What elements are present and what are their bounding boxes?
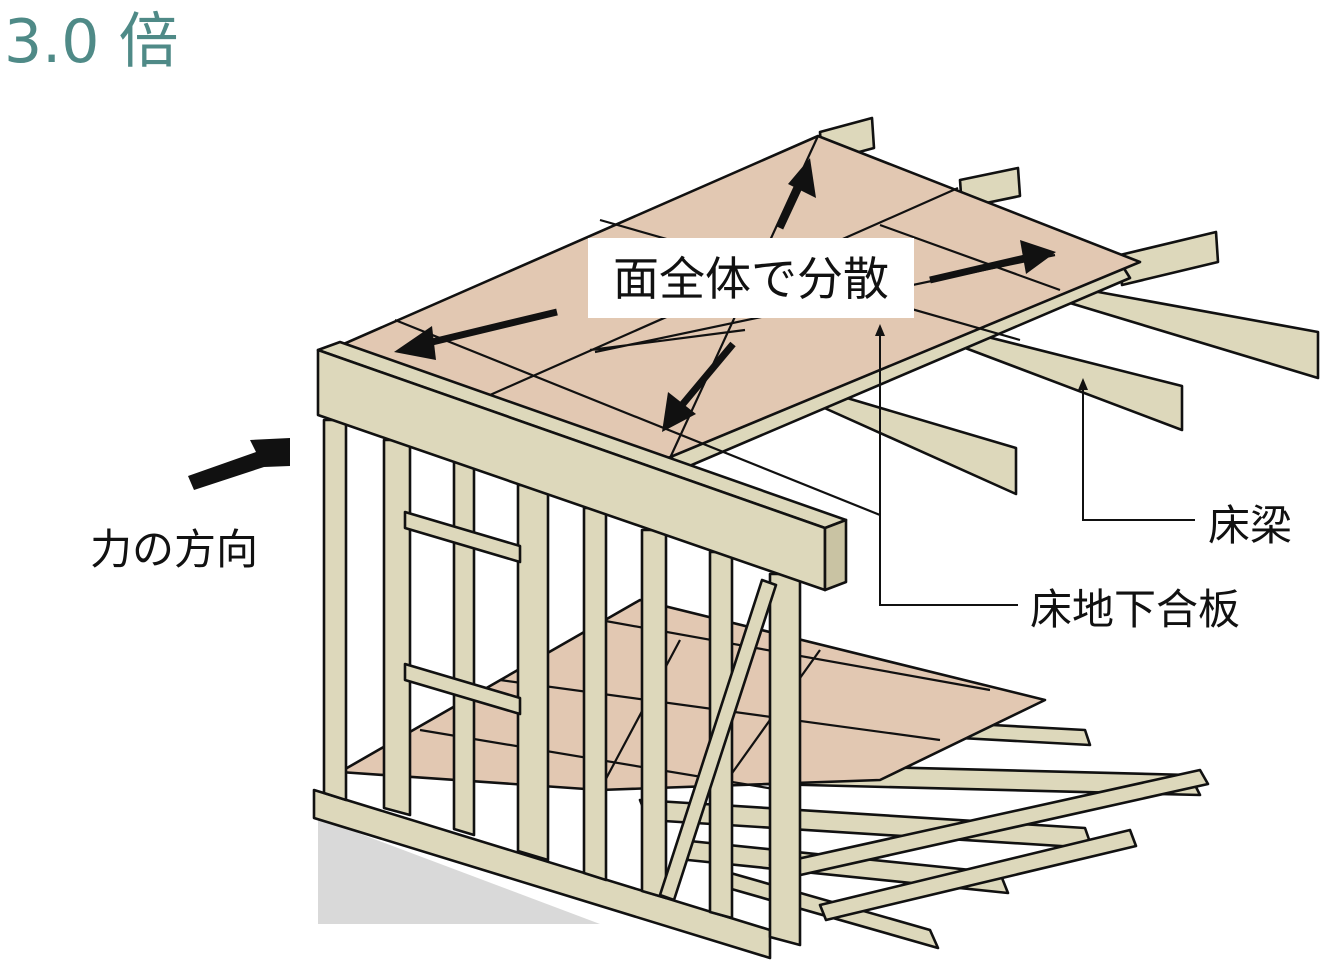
- wall-stud: [768, 572, 802, 947]
- window-sill: [403, 662, 522, 716]
- window-header: [403, 510, 522, 564]
- wall-stud: [452, 460, 476, 837]
- ground-shadow: [318, 818, 600, 924]
- plywood-label: 床地下合板: [1030, 585, 1240, 634]
- lower-cross-joist: [818, 828, 1138, 922]
- force-label: 力の方向: [90, 525, 258, 574]
- distribution-arrows: [188, 158, 1056, 490]
- header-beam-end: [823, 518, 848, 592]
- floor-beam: [958, 328, 1184, 432]
- arrow-left-head: [394, 326, 436, 360]
- wall-stud: [582, 506, 608, 882]
- arrow-right-icon: [929, 254, 1026, 284]
- lower-plywood: [338, 598, 1047, 792]
- arrow-left-icon: [427, 308, 558, 347]
- top-header-beam: [316, 340, 848, 592]
- arrow-right-head: [1020, 240, 1056, 274]
- beam-leader-line: [1082, 384, 1195, 521]
- wall-stud: [322, 418, 348, 802]
- arrow-up-icon: [776, 183, 804, 230]
- floor-beam-end: [1118, 230, 1220, 287]
- center-label: 面全体で分散: [613, 252, 889, 306]
- diagonal-brace: [658, 578, 778, 902]
- wall-stud: [382, 438, 412, 817]
- wall-stud: [640, 528, 668, 900]
- beam-label: 床梁: [1208, 501, 1292, 550]
- floor-beam: [818, 388, 1018, 496]
- plywood-leader-arrow-icon: [875, 324, 885, 336]
- ratio-heading: 3.0 倍: [4, 7, 179, 77]
- center-label-box: [588, 238, 914, 318]
- plywood-leader-line: [879, 330, 1018, 606]
- arrow-down-head: [662, 392, 696, 432]
- force-arrow-icon: [188, 438, 290, 490]
- arrow-down-icon: [679, 341, 736, 408]
- beam-leader-arrow-icon: [1078, 378, 1088, 390]
- wall-stud: [516, 483, 550, 862]
- bottom-plate: [312, 788, 772, 960]
- arrow-up-head: [788, 158, 816, 198]
